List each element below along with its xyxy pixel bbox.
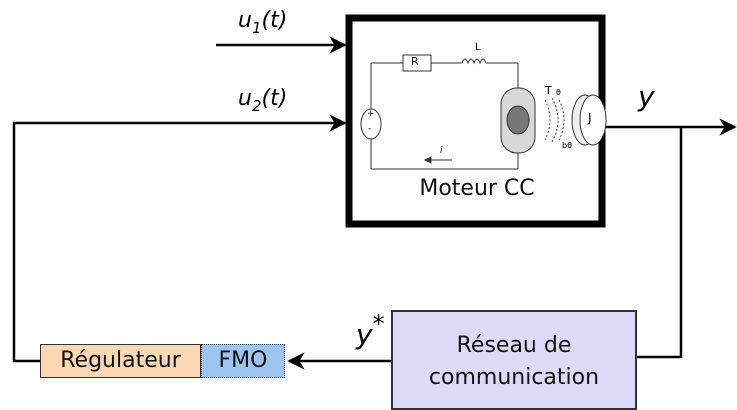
u1-arg: (t) bbox=[261, 8, 288, 33]
network-block: Réseau de communication bbox=[391, 310, 637, 410]
u1-label: u1(t) bbox=[238, 8, 287, 37]
torque-label: T bbox=[545, 84, 552, 97]
network-line2: communication bbox=[428, 365, 600, 390]
resistor bbox=[402, 54, 432, 72]
measurement-branch-line bbox=[637, 127, 683, 359]
source-minus-label: - bbox=[368, 124, 372, 134]
feedback-sup: * bbox=[372, 310, 385, 338]
u2-base: u bbox=[238, 86, 252, 111]
inductor-label: L bbox=[475, 42, 481, 53]
u2-arg: (t) bbox=[261, 86, 288, 111]
feedback-loop-line bbox=[12, 114, 347, 363]
motor-caption: Moteur CC bbox=[419, 176, 535, 201]
resistor-label: R bbox=[411, 55, 419, 68]
inertia-label: J bbox=[588, 111, 592, 125]
u1-base: u bbox=[238, 8, 252, 33]
output-label: y bbox=[638, 80, 655, 113]
network-line1: Réseau de bbox=[456, 333, 572, 358]
friction-label: bθ bbox=[562, 141, 572, 150]
voltage-source bbox=[360, 108, 382, 140]
motor-rotor bbox=[506, 105, 530, 135]
motor-circuit bbox=[370, 58, 519, 170]
regulator-block: Régulateur bbox=[40, 344, 201, 378]
fmo-block: FMO bbox=[201, 344, 285, 378]
feedback-base: y bbox=[356, 318, 373, 351]
inertia-front bbox=[579, 94, 607, 146]
feedback-label: y* bbox=[356, 310, 385, 351]
u1-sub: 1 bbox=[251, 19, 262, 37]
current-label: i bbox=[440, 146, 443, 156]
u2-sub: 2 bbox=[251, 97, 262, 115]
theta-label: θ bbox=[556, 88, 561, 97]
u2-label: u2(t) bbox=[238, 86, 287, 115]
source-plus-label: + bbox=[367, 109, 375, 119]
torque-arrows bbox=[544, 97, 565, 143]
